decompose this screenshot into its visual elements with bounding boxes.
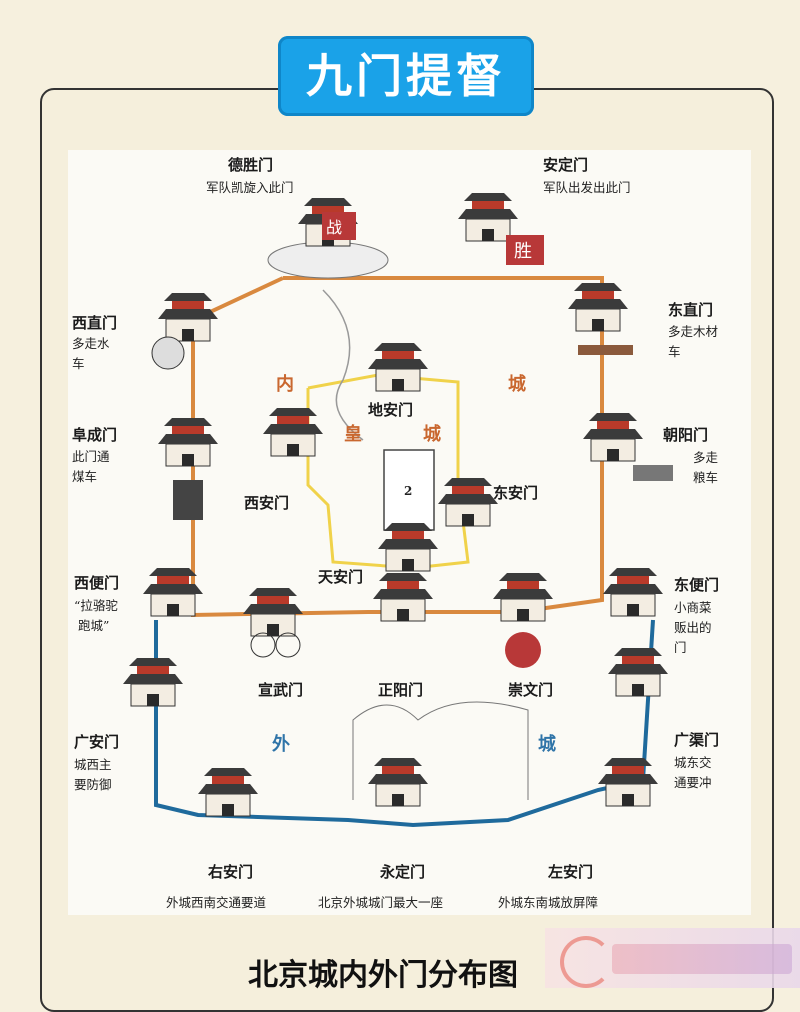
gate-icon-dongzhimen xyxy=(567,282,633,355)
gate-label-dongzhimen: 东直门 xyxy=(668,301,713,319)
gate-desc-zuo-anmen: 外城东南城放屏障 xyxy=(498,895,598,910)
gate-desc-dongzhimen-2: 车 xyxy=(668,344,681,359)
gate-icon-yongdingmen xyxy=(367,757,429,807)
gate-icon-xibianmen xyxy=(142,567,204,617)
gate-icon-fuchengmen xyxy=(157,417,219,520)
gate-icon-chaoyangmen xyxy=(582,412,673,481)
zone-outer-2: 城 xyxy=(538,733,556,755)
forbidden-city xyxy=(383,449,435,531)
gate-desc-dongbianmen-3: 门 xyxy=(674,640,687,655)
gate-desc-xibianmen-2: 跑城” xyxy=(78,618,109,633)
gate-icon-di-anmen xyxy=(367,342,429,392)
gate-desc-guang-anmen-2: 要防御 xyxy=(74,777,112,792)
watermark-logo-icon xyxy=(560,936,612,988)
zone-imperial-1: 皇 xyxy=(344,423,362,445)
gate-desc-chaoyangmen-2: 粮车 xyxy=(693,470,718,485)
gate-icon-cart xyxy=(242,587,304,658)
gate-icon-dongbianmen xyxy=(602,567,664,617)
gate-desc-xizhimen-1: 多走水 xyxy=(72,336,110,351)
gate-icon-tiananmen xyxy=(377,522,439,572)
gate-label-zhengyangmen: 正阳门 xyxy=(378,681,423,699)
zone-imperial-2: 城 xyxy=(423,423,441,445)
gate-desc-andingmen: 军队出发出此门 xyxy=(543,180,631,195)
zone-inner-1: 内 xyxy=(276,373,294,395)
gate-label-yongdingmen: 永定门 xyxy=(379,863,425,881)
gate-desc-fuchengmen-1: 此门通 xyxy=(72,449,110,464)
map-caption: 北京城内外门分布图 xyxy=(248,958,518,993)
gate-icon-zhengyangmen-tower xyxy=(372,572,434,622)
battle-flag: 战 xyxy=(326,218,342,237)
gate-label-xizhimen: 西直门 xyxy=(72,314,117,332)
gate-label-di-anmen: 地安门 xyxy=(368,401,413,419)
gate-desc-xibianmen-1: “拉骆驼 xyxy=(74,598,118,613)
gate-desc-guang-anmen-1: 城西主 xyxy=(74,757,112,772)
gate-label-andingmen: 安定门 xyxy=(543,156,588,174)
gate-label-xi-anmen: 西安门 xyxy=(244,494,289,512)
gate-desc-you-anmen: 外城西南交通要道 xyxy=(166,895,267,910)
southern-arches xyxy=(352,701,529,800)
zone-outer-1: 外 xyxy=(272,733,290,755)
gate-desc-dongzhimen-1: 多走木材 xyxy=(668,324,718,339)
watermark-text-blur xyxy=(612,944,792,974)
gate-desc-guangqumen-1: 城东交 xyxy=(674,755,712,770)
gate-label-xuanwumen: 宣武门 xyxy=(258,681,303,699)
gate-label-dong-anmen: 东安门 xyxy=(493,484,538,502)
gate-desc-yongdingmen: 北京外城城门最大一座 xyxy=(318,895,443,910)
gate-icon-andingmen: 胜 xyxy=(457,192,544,265)
gate-label-guangqumen: 广渠门 xyxy=(674,731,719,749)
gate-desc-chaoyangmen-1: 多走 xyxy=(693,450,719,465)
gate-icon-xizhimen xyxy=(151,292,219,370)
gate-label-deshengmen: 德胜门 xyxy=(228,156,273,174)
palace-number: 2 xyxy=(404,484,412,498)
smoke-trail xyxy=(322,289,364,441)
victory-flag: 胜 xyxy=(514,241,532,262)
gate-label-you-anmen: 右安门 xyxy=(208,863,253,881)
page-title: 九门提督 xyxy=(278,36,534,116)
gate-label-chongwenmen: 崇文门 xyxy=(508,681,553,699)
gate-label-chaoyangmen: 朝阳门 xyxy=(663,426,708,444)
gate-desc-dongbianmen-1: 小商菜 xyxy=(674,600,712,615)
inner-city-wall xyxy=(191,276,604,618)
gate-label-xibianmen: 西便门 xyxy=(74,574,119,592)
gate-icon-you-anmen xyxy=(197,767,259,817)
gate-icon-chongwenmen-tower xyxy=(492,572,554,668)
gate-icon-dong-anmen xyxy=(437,477,499,527)
gate-desc-fuchengmen-2: 煤车 xyxy=(72,469,97,484)
gate-icon-guangqumen xyxy=(607,647,669,697)
gate-label-zuo-anmen: 左安门 xyxy=(547,863,593,881)
gate-icon-zuo-anmen xyxy=(597,757,659,807)
zone-inner-2: 城 xyxy=(508,373,526,395)
gate-icon-xi-anmen xyxy=(262,407,324,457)
gate-icon-deshengmen: 战 xyxy=(267,197,389,279)
gate-desc-deshengmen: 军队凯旋入此门 xyxy=(206,180,294,195)
gate-label-guang-anmen: 广安门 xyxy=(74,733,119,751)
gate-label-fuchengmen: 阜成门 xyxy=(72,426,117,444)
city-gate-map: 2 战 胜 内 城 皇 城 外 城 德胜门 军队凯旋入此门 安定门 军队出发出此… xyxy=(68,150,751,915)
gate-icon-guang-anmen xyxy=(122,657,184,707)
gate-desc-dongbianmen-2: 贩出的 xyxy=(674,620,712,635)
gate-desc-xizhimen-2: 车 xyxy=(72,356,85,371)
gate-label-tiananmen: 天安门 xyxy=(318,568,363,586)
gate-label-dongbianmen: 东便门 xyxy=(674,576,719,594)
gate-desc-guangqumen-2: 通要冲 xyxy=(674,775,712,790)
